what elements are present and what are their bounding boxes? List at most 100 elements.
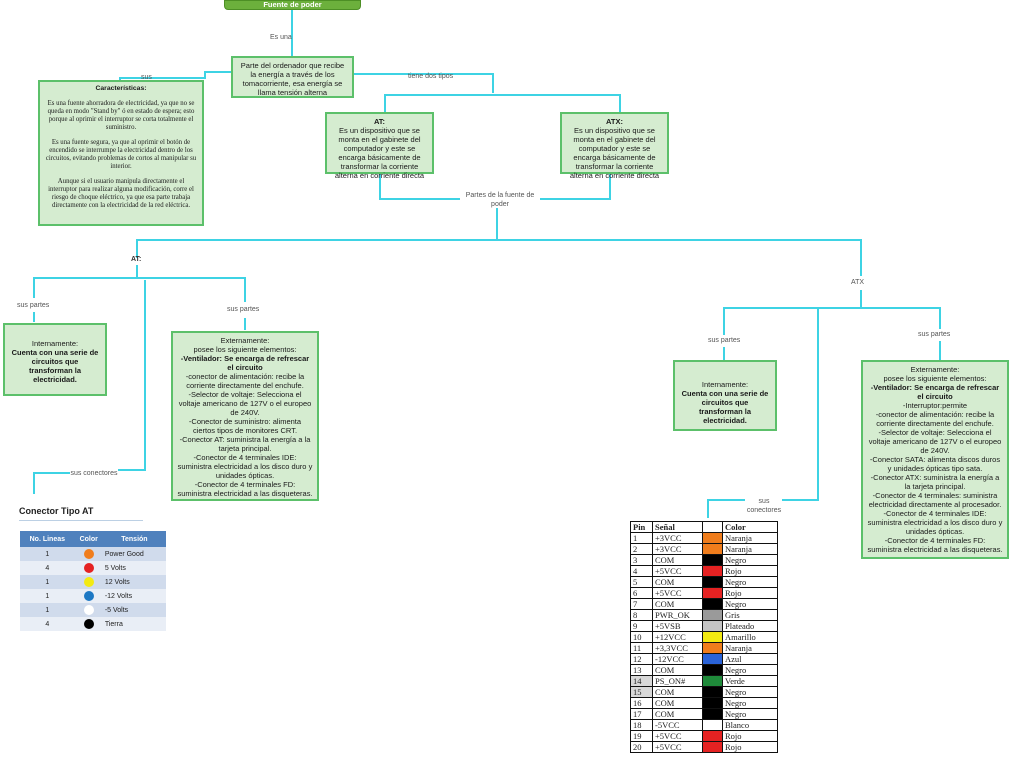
pin-signal: COM [652, 598, 703, 610]
pin-color-name: Rojo [722, 730, 778, 742]
at-row-color [74, 561, 103, 575]
atx-external-line: -Conector ATX: suministra la energía a l… [870, 473, 1000, 491]
pin-color-name: Rojo [722, 587, 778, 599]
at-external-title: Externamente: [220, 336, 270, 345]
line-at-conectores-down [33, 472, 70, 494]
pin-color-name: Amarillo [722, 631, 778, 643]
atx-external-line: -Conector SATA: alimenta discos duros y … [869, 455, 1001, 473]
pin-color-swatch [702, 730, 723, 742]
line-atx-conectores [782, 308, 819, 501]
pin-color-name: Verde [722, 675, 778, 687]
label-sus: sus [141, 74, 152, 81]
at-row-voltage: Power Good [102, 547, 166, 561]
pin-color-name: Negro [722, 598, 778, 610]
pin-color-name: Negro [722, 697, 778, 709]
pin-signal: +5VCC [652, 565, 703, 577]
caracteristicas-paragraph: Es una fuente segura, ya que al oprimir … [45, 139, 197, 170]
at-row-voltage: 5 Volts [102, 561, 166, 575]
pin-signal: PWR_OK [652, 609, 703, 621]
pin-number: 11 [630, 642, 653, 654]
atx-internal-text: Cuenta con una serie de circuitos que tr… [681, 389, 769, 425]
pin-table-row: 20+5VCC Rojo [630, 741, 778, 753]
at-external-line: posee los siguiente elementos: [193, 345, 297, 354]
pin-number: 1 [630, 532, 653, 544]
label-es-una: Es una [270, 34, 292, 41]
at-external-line: -Conector de suministro: alimenta cierto… [188, 417, 302, 435]
pin-color-swatch [702, 675, 723, 687]
atx-external-line: -Interruptor:permite [902, 401, 968, 410]
at-row-lines: 1 [20, 603, 75, 617]
color-dot-icon [83, 577, 94, 587]
at-row-color [74, 547, 103, 561]
pin-number: 16 [630, 697, 653, 709]
label-atx-branch: ATX [851, 279, 865, 286]
pin-color-swatch [702, 620, 723, 632]
pin-signal: COM [652, 686, 703, 698]
at-row-color [74, 575, 103, 589]
at-table-header: Color [74, 531, 103, 547]
line-atx-conectores-down [707, 499, 745, 518]
pin-color-swatch [702, 587, 723, 599]
pin-number: 10 [630, 631, 653, 643]
pin-color-name: Azul [722, 653, 778, 665]
pin-number: 13 [630, 664, 653, 676]
pin-signal: +5VSB [652, 620, 703, 632]
at-row-color [74, 617, 103, 631]
at-row-voltage: 12 Volts [102, 575, 166, 589]
label-tiene-dos-tipos: tiene dos tipos [408, 73, 454, 80]
pin-number: 18 [630, 719, 653, 731]
pin-color-swatch [702, 631, 723, 643]
color-dot-icon [83, 591, 94, 601]
at-row-lines: 4 [20, 561, 75, 575]
atx-external-line: -conector de alimentación: recibe la cor… [875, 410, 995, 428]
pin-color-name: Rojo [722, 741, 778, 753]
definition-text: Parte del ordenador que recibe la energí… [240, 61, 345, 97]
pin-number: 2 [630, 543, 653, 555]
type-atx-text: Es un dispositivo que se monta en el gab… [569, 126, 660, 180]
at-table-rule [19, 520, 143, 521]
line-definition-tipos [354, 73, 494, 93]
at-row-voltage: -5 Volts [102, 603, 166, 617]
at-table-header: Tensión [102, 531, 166, 547]
at-row-lines: 1 [20, 589, 75, 603]
at-row-color [74, 589, 103, 603]
at-row-lines: 1 [20, 547, 75, 561]
atx-external-line: -Conector de 4 terminales: suministra el… [868, 491, 1002, 509]
pin-signal: COM [652, 554, 703, 566]
pin-signal: +5VCC [652, 741, 703, 753]
atx-external-line: -Ventilador: Se encarga de refrescar el … [870, 383, 1000, 401]
type-at-title: AT: [373, 117, 386, 126]
pin-number: 4 [630, 565, 653, 577]
at-row-lines: 4 [20, 617, 75, 631]
pin-color-swatch [702, 532, 723, 544]
line-at-branch-right [137, 277, 246, 302]
pin-color-swatch [702, 598, 723, 610]
pin-signal: COM [652, 697, 703, 709]
pin-signal: +3VCC [652, 532, 703, 544]
at-external-line: -Conector de 4 terminales FD: suministra… [177, 480, 313, 498]
at-external-line: -conector de alimentación: recibe la cor… [185, 372, 305, 390]
color-dot-icon [83, 549, 94, 559]
pin-number: 20 [630, 741, 653, 753]
line-at-conectores [118, 280, 146, 471]
line-atx-partes [540, 174, 611, 200]
pin-number: 17 [630, 708, 653, 720]
atx-internal-title: Internamente: [701, 380, 749, 389]
pin-color-name: Rojo [722, 565, 778, 577]
atx-external-box: Externamente: posee los siguiente elemen… [861, 360, 1009, 559]
pin-number: 6 [630, 587, 653, 599]
at-internal-text: Cuenta con una serie de circuitos que tr… [11, 348, 99, 384]
pin-color-name: Negro [722, 576, 778, 588]
line-tipos-split [384, 94, 621, 112]
pin-signal: -5VCC [652, 719, 703, 731]
